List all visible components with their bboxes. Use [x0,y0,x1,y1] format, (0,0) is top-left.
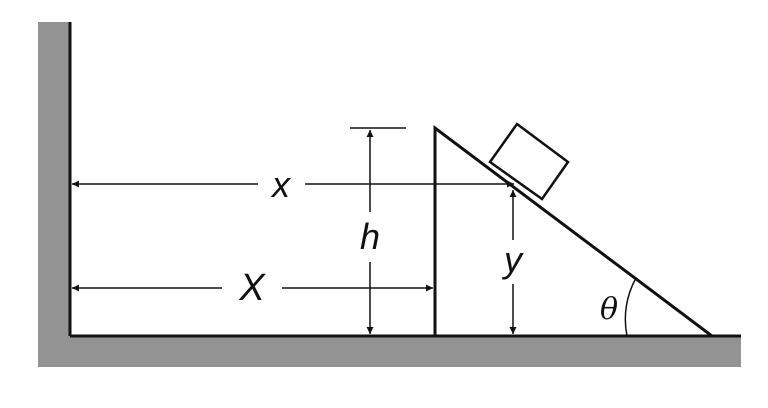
floor [38,336,741,367]
label-y: y [501,239,524,280]
theta-arc [624,277,637,337]
block [488,122,570,201]
label-h: h [360,216,380,257]
left-wall [38,22,70,367]
label-theta: θ [600,292,618,327]
label-x: x [270,164,292,205]
label-X: X [238,267,266,309]
wedge [433,124,717,338]
